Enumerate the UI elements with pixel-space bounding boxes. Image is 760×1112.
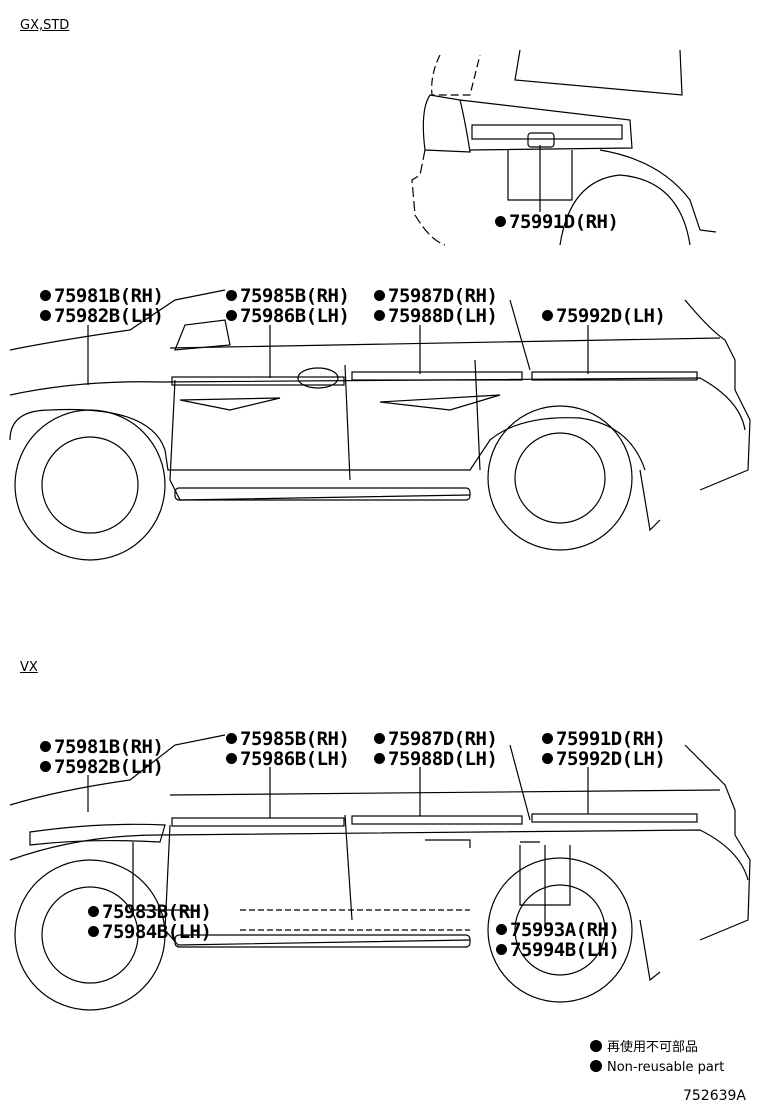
part-label-75985b[interactable]: 75985B(RH) — [226, 286, 350, 306]
part-label-75993a-vx[interactable]: 75993A(RH) — [496, 920, 620, 940]
non-reusable-dot-icon — [226, 310, 237, 321]
non-reusable-dot-icon — [226, 290, 237, 301]
non-reusable-dot-icon — [374, 290, 385, 301]
non-reusable-dot-icon — [495, 216, 506, 227]
part-label-75982b[interactable]: 75982B(LH) — [40, 306, 164, 326]
legend: 再使用不可部品 Non-reusable part — [590, 1038, 724, 1078]
part-label-75986b[interactable]: 75986B(LH) — [226, 306, 350, 326]
non-reusable-dot-icon — [40, 761, 51, 772]
figure-number: 752639A — [682, 1088, 746, 1104]
rear-detail-view — [411, 49, 717, 246]
non-reusable-dot-icon — [542, 753, 553, 764]
part-label-75991d[interactable]: 75991D(RH) — [495, 212, 619, 232]
part-label-75992d-vx[interactable]: 75992D(LH) — [542, 749, 666, 769]
non-reusable-dot-icon — [590, 1040, 602, 1052]
part-label-75984b-vx[interactable]: 75984B(LH) — [88, 922, 212, 942]
non-reusable-dot-icon — [88, 926, 99, 937]
part-label-75994b-vx[interactable]: 75994B(LH) — [496, 940, 620, 960]
part-label-75981b[interactable]: 75981B(RH) — [40, 286, 164, 306]
legend-row-jp: 再使用不可部品 — [590, 1038, 724, 1058]
non-reusable-dot-icon — [226, 733, 237, 744]
section-title-vx: VX — [20, 660, 38, 675]
non-reusable-dot-icon — [40, 741, 51, 752]
part-label-75981b-vx[interactable]: 75981B(RH) — [40, 737, 164, 757]
non-reusable-dot-icon — [496, 944, 507, 955]
part-label-75985b-vx[interactable]: 75985B(RH) — [226, 729, 350, 749]
side-view-vx — [9, 734, 751, 1011]
part-label-75982b-vx[interactable]: 75982B(LH) — [40, 757, 164, 777]
part-label-75987d[interactable]: 75987D(RH) — [374, 286, 498, 306]
part-label-75987d-vx[interactable]: 75987D(RH) — [374, 729, 498, 749]
non-reusable-dot-icon — [590, 1060, 602, 1072]
part-label-75988d[interactable]: 75988D(LH) — [374, 306, 498, 326]
part-label-75992d[interactable]: 75992D(LH) — [542, 306, 666, 326]
non-reusable-dot-icon — [374, 310, 385, 321]
non-reusable-dot-icon — [40, 290, 51, 301]
legend-row-en: Non-reusable part — [590, 1058, 724, 1078]
non-reusable-dot-icon — [542, 310, 553, 321]
non-reusable-dot-icon — [374, 733, 385, 744]
non-reusable-dot-icon — [496, 924, 507, 935]
leader-lines — [87, 325, 589, 931]
non-reusable-dot-icon — [40, 310, 51, 321]
non-reusable-dot-icon — [88, 906, 99, 917]
side-view-gx-std — [9, 289, 751, 561]
non-reusable-dot-icon — [374, 753, 385, 764]
part-label-75983b-vx[interactable]: 75983B(RH) — [88, 902, 212, 922]
part-label-75986b-vx[interactable]: 75986B(LH) — [226, 749, 350, 769]
non-reusable-dot-icon — [226, 753, 237, 764]
part-label-75988d-vx[interactable]: 75988D(LH) — [374, 749, 498, 769]
part-label-75991d-vx[interactable]: 75991D(RH) — [542, 729, 666, 749]
section-title-gx-std: GX,STD — [20, 18, 70, 33]
non-reusable-dot-icon — [542, 733, 553, 744]
